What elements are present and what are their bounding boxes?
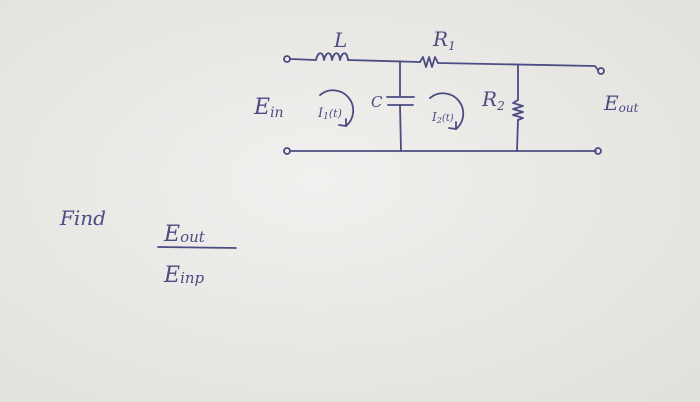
wire-resistor-to-output: [437, 62, 599, 71]
denominator-letter: E: [163, 263, 180, 288]
fraction-denominator: Einp: [163, 263, 205, 288]
input-voltage-letter: E: [253, 95, 270, 120]
mesh1-current-label: I1(t): [317, 106, 342, 122]
wire-input-to-inductor: [289, 58, 317, 61]
input-voltage-subscript: in: [270, 105, 284, 121]
mesh1-letter: I: [317, 106, 324, 121]
inductor-symbol: [315, 52, 349, 61]
resistor-r1-letter: R: [432, 27, 448, 51]
numerator-letter: E: [163, 222, 180, 247]
inductor-label: L: [333, 28, 347, 52]
resistor-r1-symbol: [419, 56, 439, 68]
denominator-subscript: inp: [180, 269, 204, 287]
wire-inductor-to-resistor: [347, 59, 421, 63]
resistor-r1-label: R1: [432, 27, 456, 53]
numerator-subscript: out: [180, 228, 206, 246]
mesh1-argument: (t): [329, 107, 342, 120]
mesh1-current-arc: [319, 89, 355, 127]
capacitor-lower-lead: [399, 104, 402, 152]
output-voltage-subscript: out: [619, 101, 639, 115]
mesh2-current-arc: [429, 92, 465, 130]
mesh1-arrowhead: [338, 118, 347, 127]
output-voltage-label: Eout: [603, 91, 639, 115]
resistor-r2-symbol: [512, 99, 524, 121]
fraction-bar: [157, 246, 237, 249]
mesh1-subscript: 1: [323, 112, 329, 122]
resistor-r2-lower-lead: [516, 119, 519, 152]
mesh2-argument: (t): [442, 113, 454, 124]
resistor-r1-subscript: 1: [448, 39, 456, 53]
capacitor-label: C: [371, 93, 383, 111]
mesh2-current-label: I2(t): [431, 110, 454, 125]
output-voltage-letter: E: [603, 91, 619, 115]
mesh2-subscript: 2: [436, 116, 442, 125]
input-voltage-label: Ein: [253, 95, 284, 121]
output-terminal-top: [597, 67, 605, 75]
fraction-numerator: Eout: [163, 222, 206, 247]
mesh2-letter: I: [431, 110, 437, 124]
mesh2-arrowhead: [448, 121, 457, 130]
resistor-r2-letter: R: [481, 87, 497, 111]
resistor-r2-subscript: 2: [496, 99, 505, 113]
resistor-r2-label: R2: [481, 87, 505, 113]
find-label: Find: [59, 206, 106, 230]
